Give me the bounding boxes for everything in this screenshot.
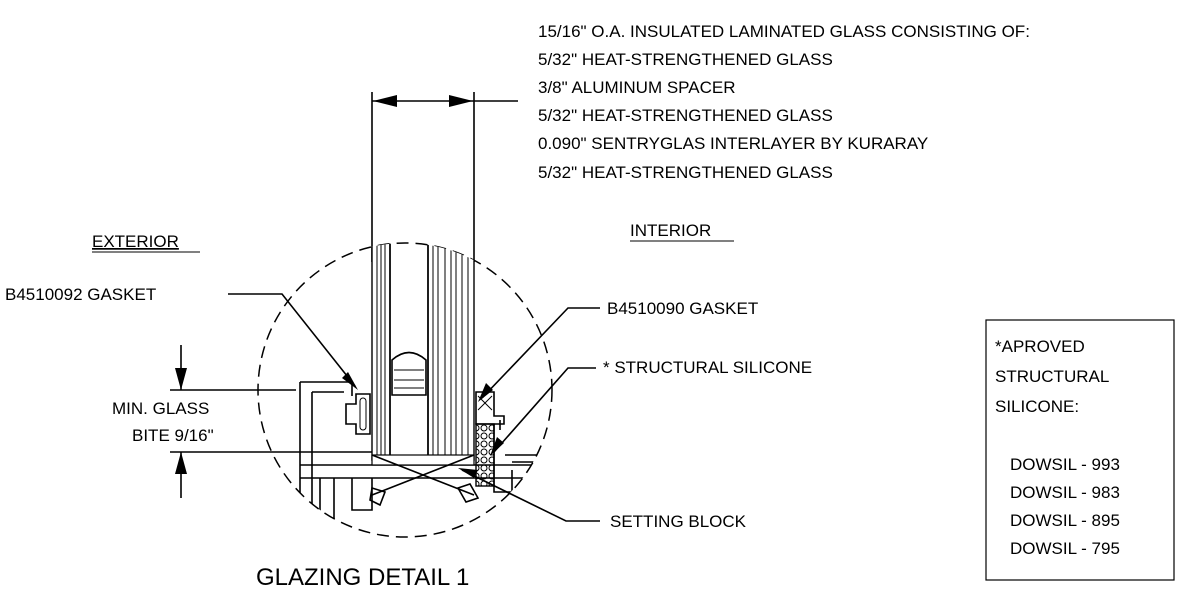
spec-line-2: 5/32" HEAT-STRENGTHENED GLASS (538, 50, 833, 69)
aluminum-spacer (391, 351, 427, 396)
gasket-int-label: B4510090 GASKET (607, 299, 758, 318)
drawing-title: GLAZING DETAIL 1 (256, 564, 469, 591)
gasket-int-callout: B4510090 GASKET (478, 299, 758, 402)
thickness-dimension (371, 92, 518, 262)
gasket-ext-callout: B4510092 GASKET (5, 285, 358, 390)
exterior-label: EXTERIOR (92, 232, 179, 251)
setting-block-label: SETTING BLOCK (610, 512, 747, 531)
structural-silicone (475, 423, 495, 487)
note-line-3: SILICONE: (995, 397, 1079, 416)
setting-block-callout: SETTING BLOCK (458, 468, 747, 531)
note-line-2: STRUCTURAL (995, 367, 1109, 386)
spec-line-4: 5/32" HEAT-STRENGTHENED GLASS (538, 106, 833, 125)
note-line-1: *APROVED (995, 337, 1085, 356)
spec-line-6: 5/32" HEAT-STRENGTHENED GLASS (538, 163, 833, 182)
gasket-ext-label: B4510092 GASKET (5, 285, 156, 304)
interior-frame (493, 420, 552, 500)
silicone-label: * STRUCTURAL SILICONE (603, 358, 812, 377)
note-item: DOWSIL - 795 (1010, 539, 1120, 558)
note-item: DOWSIL - 895 (1010, 511, 1120, 530)
glass-bite-dimension: MIN. GLASS BITE 9/16" (112, 345, 372, 498)
note-item: DOWSIL - 993 (1010, 455, 1120, 474)
glazing-section (299, 243, 552, 537)
spec-line-3: 3/8" ALUMINUM SPACER (538, 78, 736, 97)
approved-silicone-note: *APROVED STRUCTURAL SILICONE: DOWSIL - 9… (985, 319, 1175, 581)
spec-line-5: 0.090" SENTRYGLAS INTERLAYER BY KURARAY (538, 134, 928, 153)
note-item: DOWSIL - 983 (1010, 483, 1120, 502)
bite-label-line1: MIN. GLASS (112, 399, 209, 418)
exterior-gasket (345, 393, 371, 435)
glass-spec-text: 15/16" O.A. INSULATED LAMINATED GLASS CO… (538, 22, 1030, 182)
glass-lites (371, 243, 475, 461)
bite-label-line2: BITE 9/16" (132, 426, 214, 445)
setting-block (369, 454, 480, 507)
silicone-callout: * STRUCTURAL SILICONE (490, 358, 812, 456)
interior-label: INTERIOR (630, 221, 711, 240)
spec-line-1: 15/16" O.A. INSULATED LAMINATED GLASS CO… (538, 22, 1030, 41)
